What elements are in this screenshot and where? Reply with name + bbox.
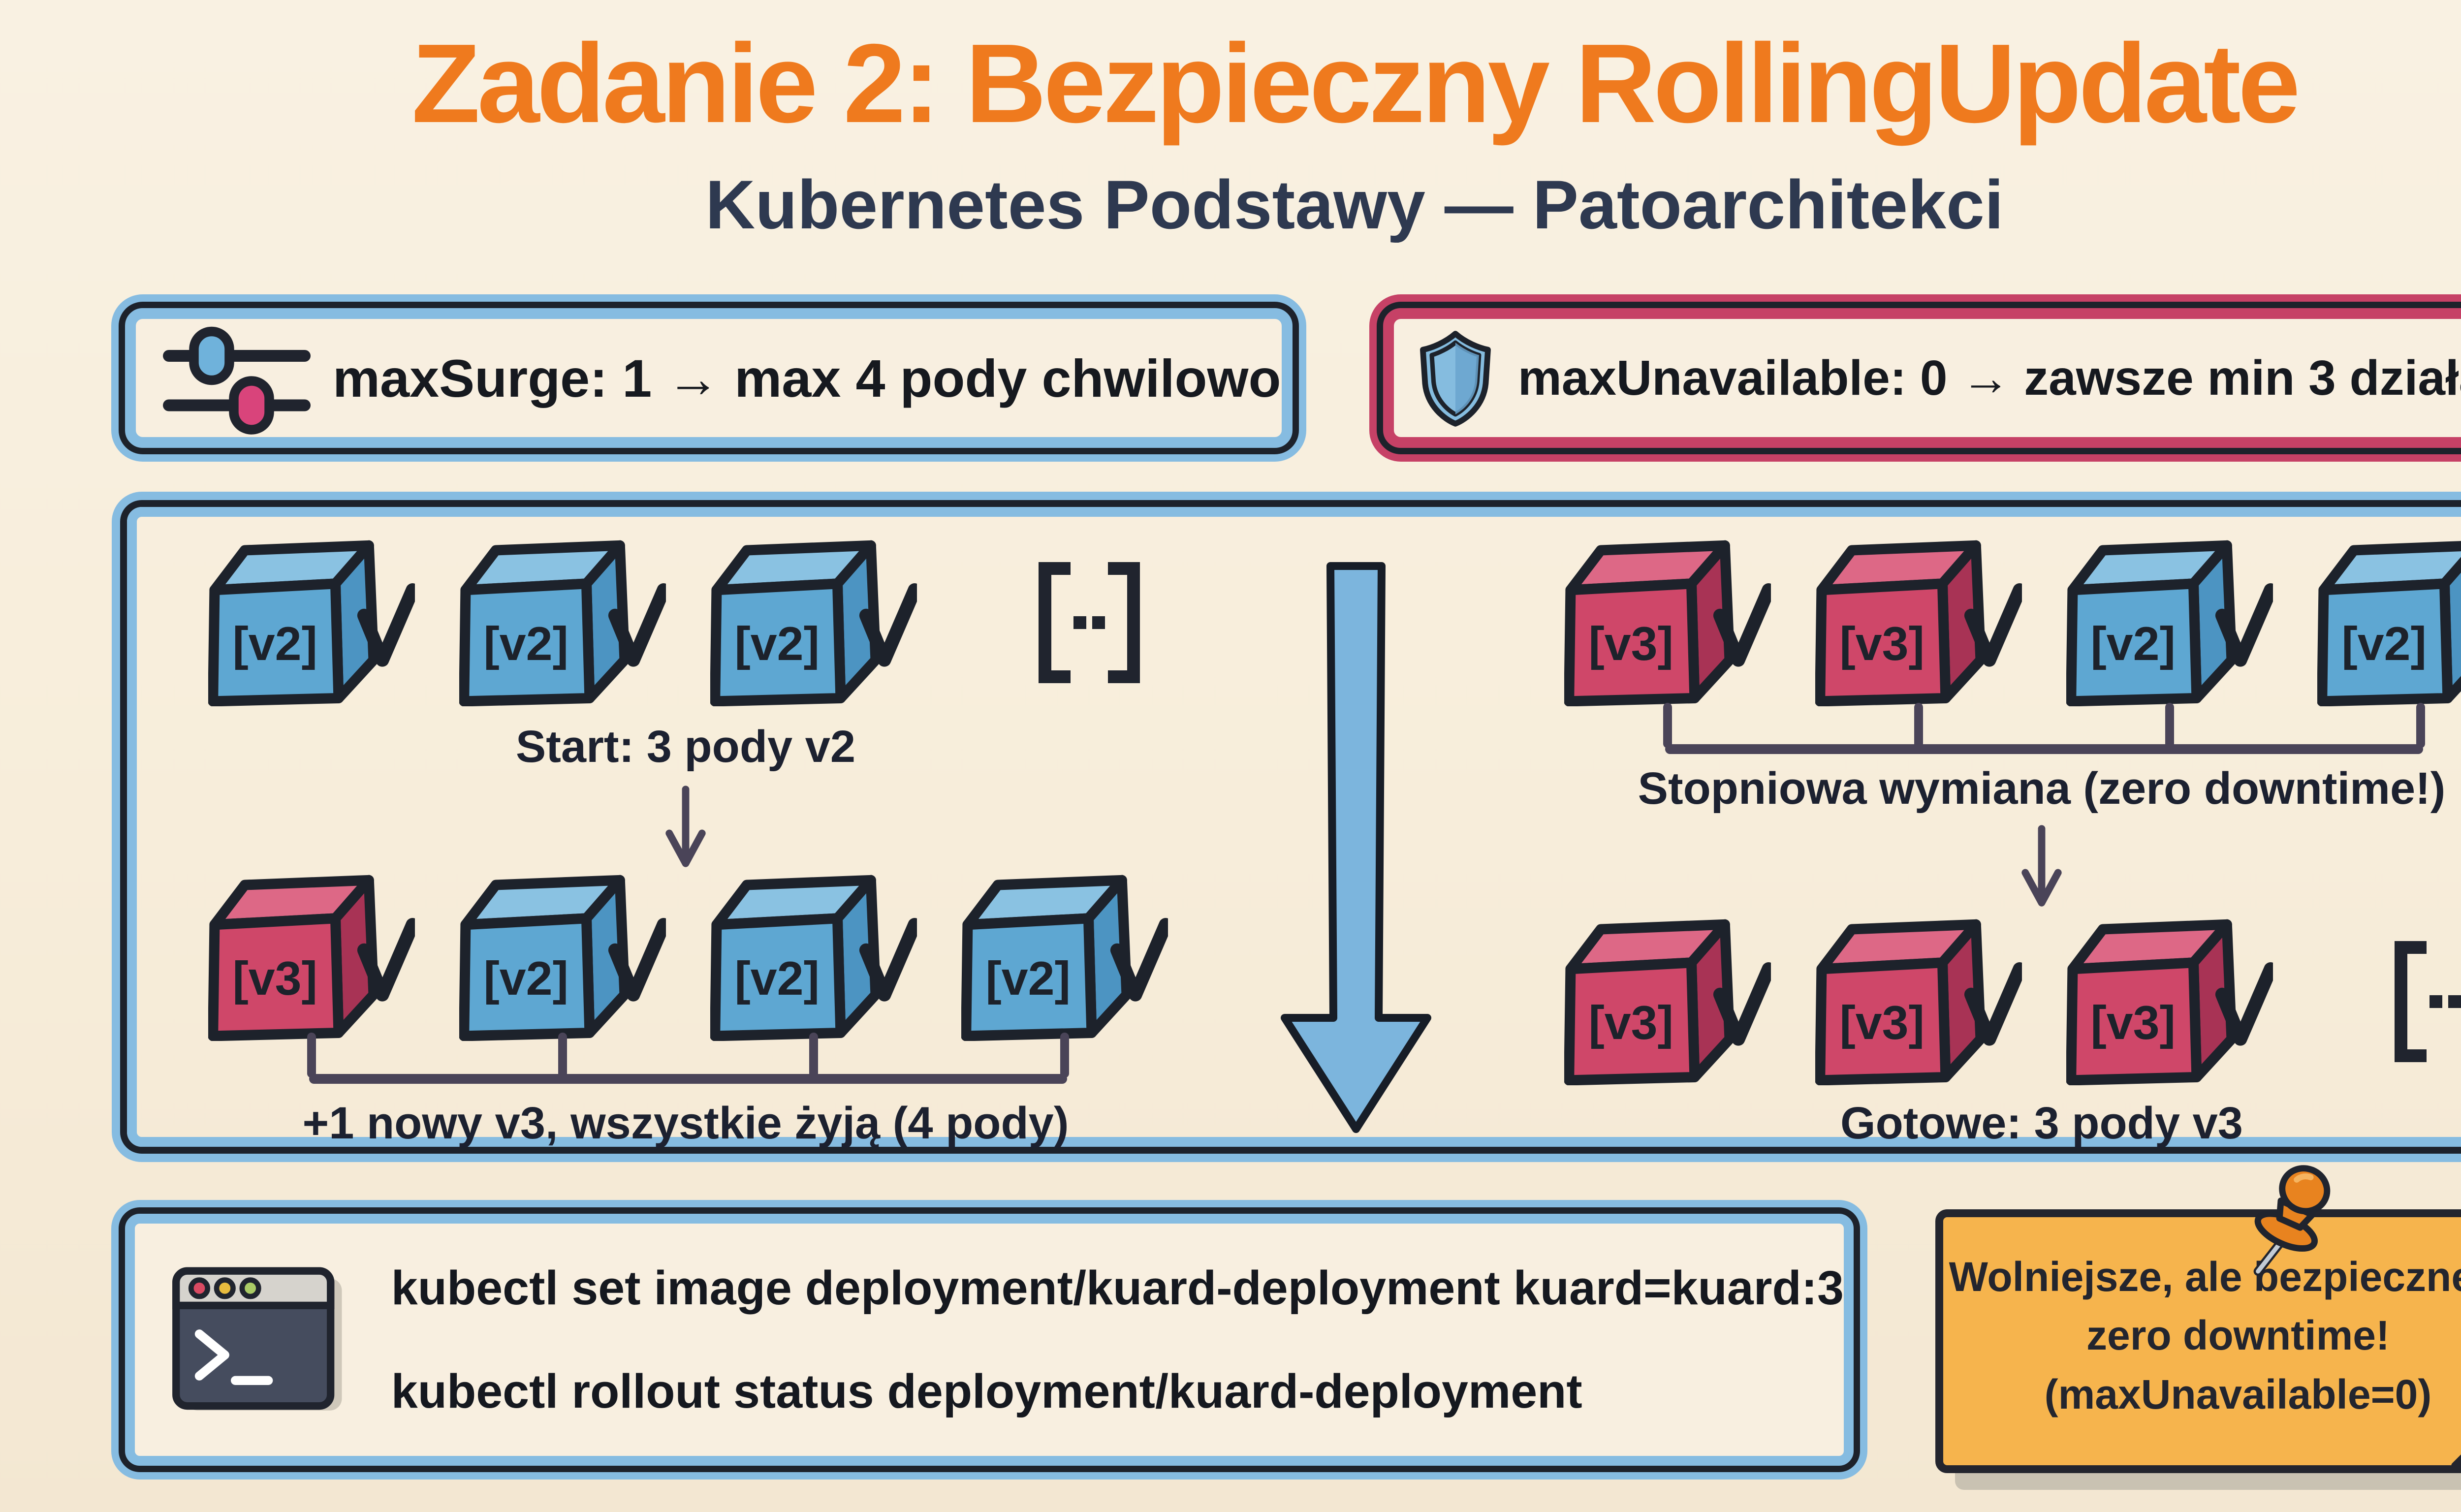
- maxsurge-label: maxSurge: 1 → max 4 pody chwilowo: [333, 348, 1281, 408]
- down-arrow-icon: [2021, 825, 2062, 907]
- pod-version-label: [v3]: [1589, 617, 1673, 670]
- pod-version-label: [v2]: [484, 617, 568, 670]
- pods-row-surge: [v3] [v2] [v2] [v2]: [208, 874, 1168, 1041]
- check-icon: [1713, 583, 1771, 667]
- pod-v2-cube: [v2]: [459, 875, 666, 1041]
- check-icon: [1964, 962, 2022, 1046]
- sticky-note: Wolniejsze, ale bezpieczne — zero downti…: [1935, 1165, 2461, 1473]
- pod-v3-cube: [v3]: [208, 875, 415, 1041]
- maxunavailable-badge: maxUnavailable: 0 → zawsze min 3 działaj…: [1383, 308, 2461, 448]
- command-line: kubectl rollout status deployment/kuard-…: [391, 1364, 1582, 1418]
- check-icon: [357, 918, 415, 1002]
- pod-version-label: [v2]: [2091, 617, 2176, 670]
- pods-row-start: [v2] [v2] [v2]: [208, 539, 1153, 706]
- pod-version-label: [v2]: [735, 951, 820, 1005]
- empty-slot-icon: [1039, 562, 1140, 683]
- pod-version-label: [v2]: [233, 617, 317, 670]
- left-sequence: [v2] [v2] [v2] Start: 3 pody v2: [196, 517, 1175, 1148]
- pod-version-label: [v3]: [233, 951, 317, 1005]
- pod-version-label: [v2]: [986, 951, 1071, 1005]
- pod-v3-cube: [v3]: [1815, 919, 2022, 1085]
- pod-v3-cube: [v3]: [1815, 540, 2022, 706]
- pod-v2-cube: [v2]: [710, 540, 917, 706]
- check-icon: [859, 918, 917, 1002]
- command-line: kubectl set image deployment/kuard-deplo…: [391, 1261, 1844, 1315]
- right-sequence: [v3] [v3] [v2] [v2] Stopniowa wymiana (z…: [1552, 517, 2461, 1148]
- pod-v2-cube: [v2]: [208, 540, 415, 706]
- note-curl: [2451, 1454, 2461, 1469]
- pod-connector: [1564, 703, 2461, 754]
- pods-row-done: [v3] [v3] [v3]: [1564, 918, 2461, 1085]
- down-arrow-icon: [665, 786, 706, 867]
- pod-v2-cube: [v2]: [459, 540, 666, 706]
- pod-version-label: [v3]: [1589, 996, 1673, 1049]
- command-list: kubectl set image deployment/kuard-deplo…: [391, 1260, 1844, 1419]
- caption-replace: Stopniowa wymiana (zero downtime!): [1638, 763, 2446, 814]
- note-text: Wolniejsze, ale bezpieczne — zero downti…: [1943, 1248, 2461, 1424]
- caption-start: Start: 3 pody v2: [515, 722, 856, 772]
- empty-slot-icon: [2395, 941, 2461, 1062]
- check-icon: [2215, 962, 2273, 1046]
- pod-v2-cube: [v2]: [961, 875, 1168, 1041]
- maxunavailable-label: maxUnavailable: 0 → zawsze min 3 działaj…: [1517, 350, 2461, 406]
- caption-done: Gotowe: 3 pody v3: [1840, 1098, 2243, 1148]
- pushpin-icon: [2253, 1165, 2331, 1276]
- note-line: Wolniejsze, ale bezpieczne —: [1949, 1254, 2461, 1300]
- terminal-icon: [172, 1267, 342, 1411]
- pod-version-label: [v2]: [2342, 617, 2427, 670]
- check-icon: [1713, 962, 1771, 1046]
- pod-v3-cube: [v3]: [1564, 540, 1771, 706]
- pod-version-label: [v3]: [1840, 996, 1925, 1049]
- maxsurge-badge: maxSurge: 1 → max 4 pody chwilowo: [125, 308, 1293, 448]
- page-subtitle: Kubernetes Podstawy — Patoarchitekci: [705, 166, 2004, 243]
- terminal-panel: kubectl set image deployment/kuard-deplo…: [125, 1214, 1854, 1466]
- check-icon: [608, 583, 666, 667]
- pod-version-label: [v2]: [484, 951, 568, 1005]
- rolling-update-diagram: [v2] [v2] [v2] Start: 3 pody v2: [127, 507, 2461, 1148]
- shield-icon: [1420, 330, 1491, 427]
- check-icon: [357, 583, 415, 667]
- note-line: zero downtime!: [2086, 1312, 2390, 1359]
- pod-v3-cube: [v3]: [1564, 919, 1771, 1085]
- pod-v2-cube: [v2]: [2317, 541, 2461, 706]
- pod-connector: [208, 1033, 1168, 1084]
- check-icon: [1964, 583, 2022, 667]
- check-icon: [1110, 918, 1168, 1002]
- pod-v2-cube: [v2]: [2066, 540, 2273, 706]
- caption-surge: +1 nowy v3, wszystkie żyją (4 pody): [302, 1098, 1069, 1148]
- pod-version-label: [v3]: [1840, 617, 1925, 670]
- check-icon: [2215, 583, 2273, 667]
- check-icon: [859, 583, 917, 667]
- big-down-arrow-icon: [1281, 562, 1431, 1133]
- pod-version-label: [v3]: [2091, 996, 2176, 1049]
- page-title: Zadanie 2: Bezpieczny RollingUpdate: [411, 21, 2300, 146]
- note-line: (maxUnavailable=0): [2044, 1371, 2432, 1418]
- pod-v3-cube: [v3]: [2066, 919, 2273, 1085]
- pod-v2-cube: [v2]: [710, 875, 917, 1041]
- sliders-icon: [163, 326, 311, 435]
- check-icon: [608, 918, 666, 1002]
- pod-version-label: [v2]: [735, 617, 820, 670]
- pods-row-replace: [v3] [v3] [v2] [v2]: [1564, 539, 2461, 706]
